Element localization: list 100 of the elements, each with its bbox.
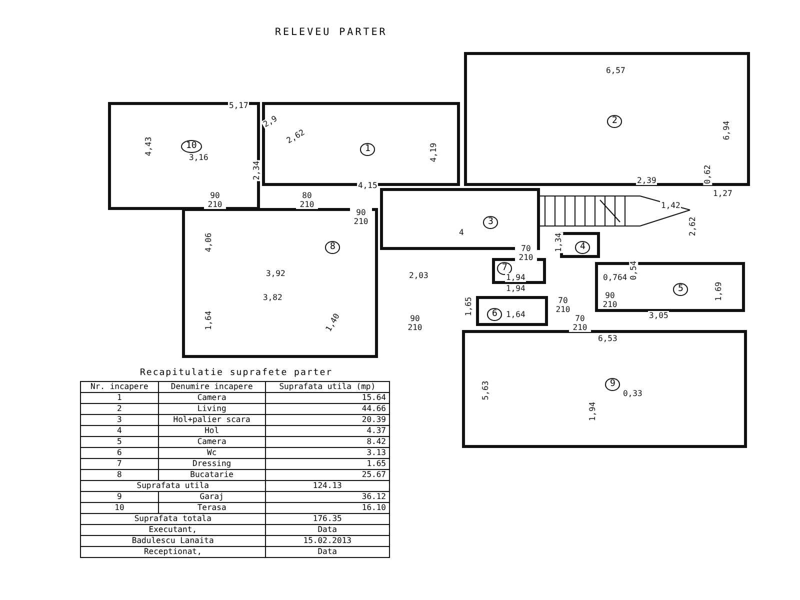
table-cell: 1 [80, 392, 158, 404]
dimension-label: 3,92 [265, 269, 286, 278]
table-cell: Suprafata utila [80, 480, 266, 492]
room-outline [380, 188, 540, 250]
room-number: 5 [673, 283, 688, 296]
table-cell: Terasa [158, 502, 266, 514]
room-number: 6 [487, 308, 502, 321]
room-outline [476, 296, 548, 326]
dimension-label: 0,62 [703, 164, 712, 186]
table-cell: 15.02.2013 [265, 536, 390, 546]
dimension-label: 1,64 [204, 310, 214, 332]
room-number: 3 [483, 216, 498, 229]
table-cell: 44.66 [265, 404, 390, 414]
room-outline [108, 102, 260, 210]
dimension-label: 3,05 [648, 311, 670, 320]
table-title: Recapitulatie suprafete parter [140, 368, 333, 378]
table-cell: Camera [158, 392, 266, 404]
header-cell: Suprafata utila (mp) [265, 382, 390, 392]
table-cell: 36.12 [265, 492, 390, 502]
dimension-label: 6,53 [597, 334, 618, 343]
dimension-label: 3,82 [262, 293, 284, 302]
table-cell: Wc [158, 448, 266, 458]
dimension-label: 2,62 [688, 216, 698, 238]
table-cell: Camera [158, 436, 266, 448]
header-cell: Denumire incapere [158, 382, 266, 392]
table-cell: Receptionat, [80, 546, 266, 558]
table-cell: 3 [80, 414, 158, 426]
dimension-label: 6,57 [605, 66, 626, 75]
table-cell: 7 [80, 458, 158, 470]
table-cell: 3.13 [265, 448, 390, 458]
door-size-label: 70 210 [569, 314, 591, 332]
table-cell: 10 [80, 502, 158, 514]
table-cell: 6 [80, 448, 158, 458]
room-number: 4 [575, 241, 590, 254]
dimension-label: 4,06 [204, 232, 214, 254]
dimension-label: 4,43 [144, 136, 154, 158]
room-number: 7 [497, 262, 512, 275]
dimension-label: 1,34 [554, 232, 564, 254]
dimension-label: 1,94 [505, 273, 526, 282]
dimension-label: 1,94 [588, 400, 598, 422]
dimension-label: 0,764 [602, 273, 628, 282]
room-number: 10 [181, 140, 202, 153]
dimension-label: 1,27 [712, 189, 734, 198]
table-cell: 16.10 [265, 502, 390, 514]
door-size-label: 70 210 [515, 244, 537, 262]
dimension-label: 2,39 [636, 176, 658, 185]
table-cell: Data [265, 524, 390, 536]
table-cell: Hol [158, 426, 266, 436]
table-cell: 25.67 [265, 470, 390, 480]
door-size-label: 90 210 [204, 191, 226, 209]
table-cell: Bucatarie [158, 470, 266, 480]
dimension-label: 3,16 [188, 153, 210, 162]
room-number: 1 [360, 143, 376, 156]
table-cell: 9 [80, 492, 158, 502]
table-cell: Suprafata totala [80, 514, 266, 524]
table-cell: Dressing [158, 458, 266, 470]
header-cell: Nr. incapere [80, 382, 158, 392]
table-cell: Garaj [158, 492, 266, 502]
room-outline [464, 52, 750, 186]
dimension-label: 4,19 [429, 142, 438, 164]
dimension-label: 1,64 [505, 310, 526, 319]
table-cell: 4.37 [265, 426, 390, 436]
plan-title: RELEVEU PARTER [275, 27, 388, 38]
dimension-label: 1,65 [464, 296, 474, 318]
table-cell: 4 [80, 426, 158, 436]
dimension-label: 5,63 [481, 380, 490, 402]
table-cell: Executant, [80, 524, 266, 536]
dimension-label: 2,34 [252, 160, 262, 182]
room-number: 9 [605, 378, 620, 391]
table-cell: 8.42 [265, 436, 390, 448]
door-size-label: 80 210 [296, 191, 318, 209]
dimension-label: 1,69 [714, 280, 724, 302]
door-size-label: 90 210 [350, 208, 372, 226]
table-cell: 8 [80, 470, 158, 480]
table-cell: Hol+palier scara [158, 414, 266, 426]
table-cell: Living [158, 404, 266, 414]
table-cell: 124.13 [265, 480, 390, 492]
dimension-label: 4 [458, 228, 465, 237]
room-number: 2 [607, 115, 622, 128]
dimension-label: 5,17 [228, 101, 250, 110]
room-outline [462, 330, 747, 448]
table-cell: 176.35 [265, 514, 390, 524]
room-outline [595, 262, 745, 312]
table-cell: 5 [80, 436, 158, 448]
room-outline [182, 208, 378, 358]
dimension-label: 1,94 [505, 284, 526, 293]
room-outline [560, 232, 600, 258]
dimension-label: 0,54 [629, 260, 638, 282]
table-cell: Badulescu Lanaita [80, 536, 266, 546]
dimension-label: 6,94 [722, 120, 732, 142]
dimension-label: 1,42 [660, 201, 682, 210]
dimension-label: 2,03 [408, 271, 430, 280]
table-cell: Data [265, 546, 390, 558]
dimension-label: 4,15 [357, 181, 378, 190]
table-cell: 20.39 [265, 414, 390, 426]
table-cell: 15.64 [265, 392, 390, 404]
table-cell: 2 [80, 404, 158, 414]
dimension-label: 0,33 [622, 389, 644, 398]
room-number: 8 [325, 241, 340, 254]
table-cell: 1.65 [265, 458, 390, 470]
